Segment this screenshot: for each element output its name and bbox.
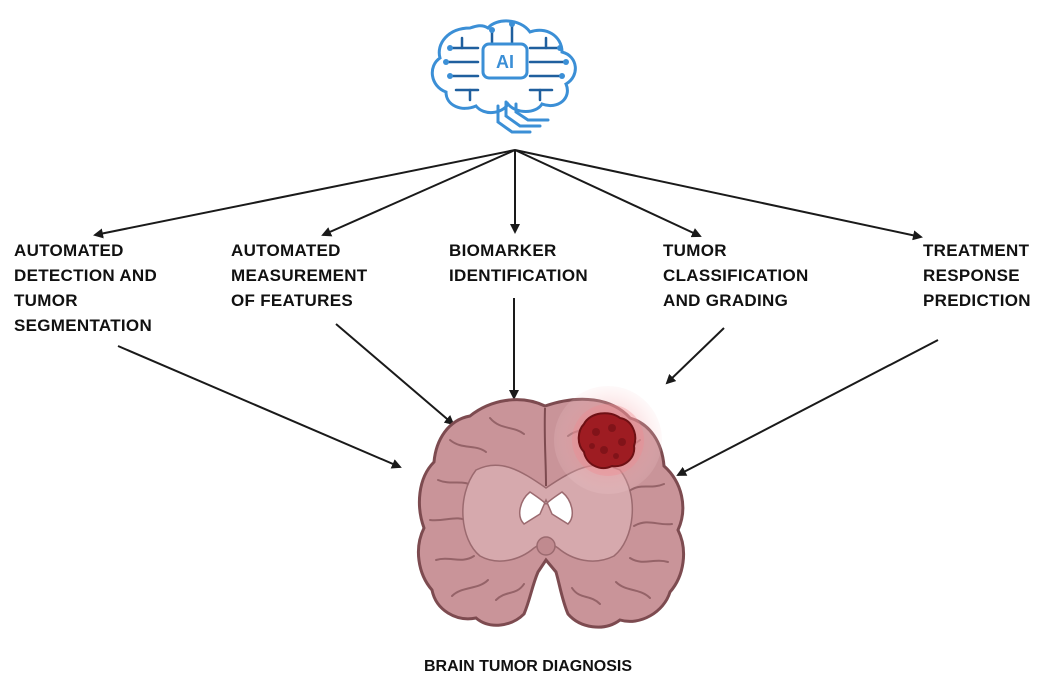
label-line: AND GRADING — [663, 288, 809, 313]
arrow-ai-to-treatment — [515, 150, 921, 237]
label-line: IDENTIFICATION — [449, 263, 588, 288]
label-tumor-classification-grading: TUMOR CLASSIFICATION AND GRADING — [663, 238, 809, 313]
label-line: CLASSIFICATION — [663, 263, 809, 288]
label-line: TREATMENT — [923, 238, 1031, 263]
label-line: TUMOR — [14, 288, 157, 313]
arrows-ai-to-categories — [95, 150, 921, 237]
label-line: RESPONSE — [923, 263, 1031, 288]
ai-badge: AI — [496, 52, 514, 72]
footer-title: BRAIN TUMOR DIAGNOSIS — [0, 658, 1056, 676]
ai-brain-icon: AI — [432, 21, 575, 132]
label-line: AUTOMATED — [14, 238, 157, 263]
tumor — [554, 386, 662, 494]
arrow-classification-to-brain — [667, 328, 724, 383]
label-line: MEASUREMENT — [231, 263, 367, 288]
label-automated-detection-segmentation: AUTOMATED DETECTION AND TUMOR SEGMENTATI… — [14, 238, 157, 338]
label-biomarker-identification: BIOMARKER IDENTIFICATION — [449, 238, 588, 288]
label-line: AUTOMATED — [231, 238, 367, 263]
arrow-measurement-to-brain — [336, 324, 453, 424]
label-line: BIOMARKER — [449, 238, 588, 263]
arrow-ai-to-measurement — [323, 150, 515, 235]
arrow-ai-to-classification — [515, 150, 700, 236]
label-line: OF FEATURES — [231, 288, 367, 313]
label-automated-measurement: AUTOMATED MEASUREMENT OF FEATURES — [231, 238, 367, 313]
arrow-treatment-to-brain — [678, 340, 938, 475]
label-line: DETECTION AND — [14, 263, 157, 288]
label-line: PREDICTION — [923, 288, 1031, 313]
arrow-ai-to-detection — [95, 150, 515, 235]
label-line: SEGMENTATION — [14, 313, 157, 338]
tumor-mass — [579, 413, 636, 468]
brain-center-structure — [537, 537, 555, 555]
label-treatment-response-prediction: TREATMENT RESPONSE PREDICTION — [923, 238, 1031, 313]
label-line: TUMOR — [663, 238, 809, 263]
arrow-detection-to-brain — [118, 346, 400, 467]
